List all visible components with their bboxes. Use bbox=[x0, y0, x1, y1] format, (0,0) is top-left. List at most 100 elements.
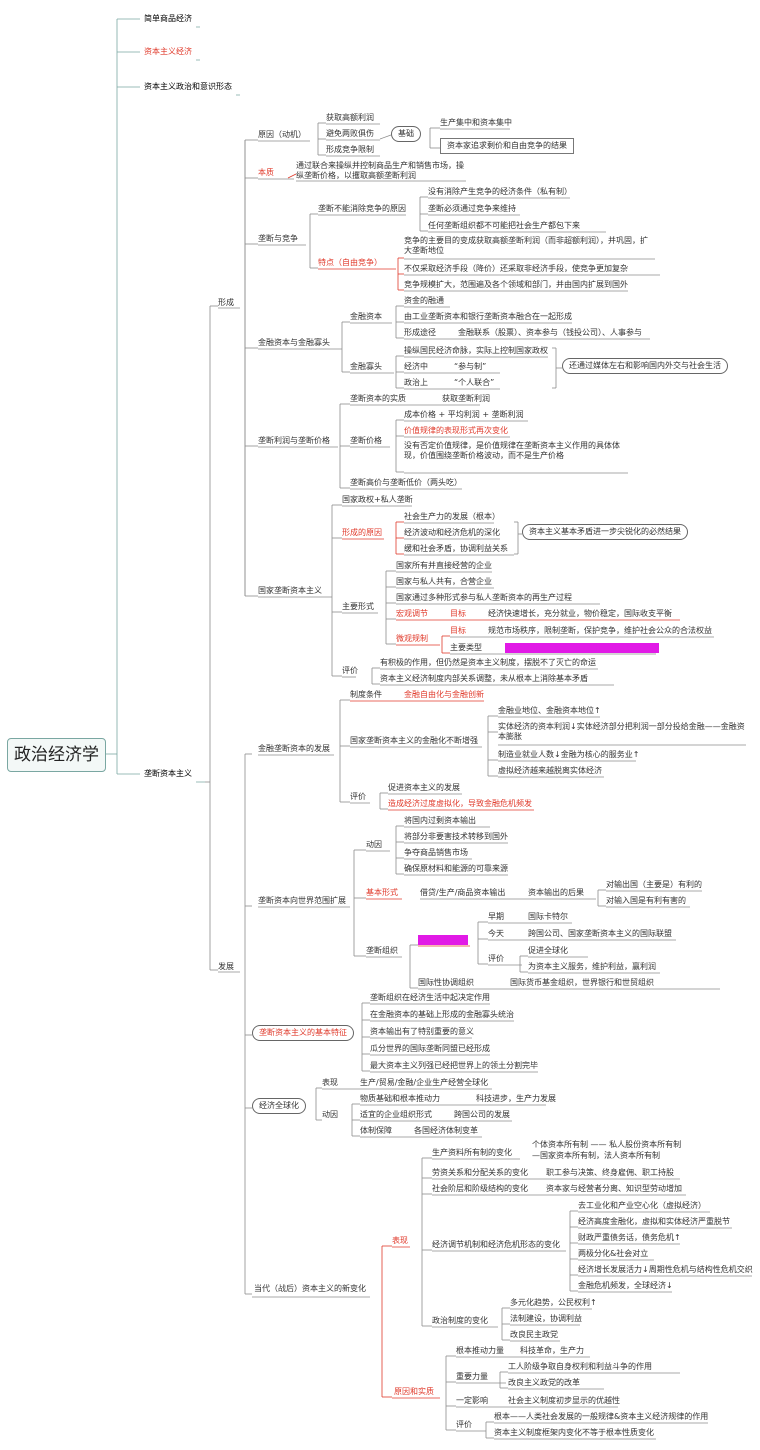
node-class-structure[interactable]: 社会阶层和阶级结构的变化 bbox=[432, 1184, 528, 1193]
regulation-item: 金融危机频发，全球经济↓ bbox=[578, 1281, 673, 1290]
cause-item: 经济波动和经济危机的深化 bbox=[404, 528, 500, 537]
node-main-forms[interactable]: 主要形式 bbox=[342, 602, 374, 611]
feature-item: 资本输出有了特别重要的意义 bbox=[370, 1027, 474, 1036]
node-motive[interactable]: 原因（动机） bbox=[258, 130, 306, 139]
regulation-item: 两极分化&社会对立 bbox=[578, 1249, 649, 1258]
node-labor-relation[interactable]: 劳资关系和分配关系的变化 bbox=[432, 1168, 528, 1177]
node-competition-reason[interactable]: 垄断不能消除竞争的原因 bbox=[318, 204, 406, 213]
node-basic-features[interactable]: 垄断资本主义的基本特征 bbox=[252, 1025, 354, 1041]
expansion-motive-item: 争夺商品销售市场 bbox=[404, 848, 468, 857]
node-contemporary-change[interactable]: 当代（战后）资本主义的新变化 bbox=[254, 1284, 366, 1293]
node-monopoly-org[interactable]: 垄断组织 bbox=[366, 946, 398, 955]
node-macro[interactable]: 宏观调节 bbox=[396, 609, 428, 618]
consequence-item: 对输入国是有利有害的 bbox=[606, 896, 686, 905]
node-oligarchy[interactable]: 金融寡头 bbox=[350, 362, 382, 371]
alliance-evaluation-label: 评价 bbox=[488, 954, 504, 963]
connector bbox=[287, 173, 297, 179]
node-micro[interactable]: 微观规制 bbox=[396, 634, 428, 643]
node-state-monopoly[interactable]: 国家垄断资本主义 bbox=[258, 586, 322, 595]
node-media-influence[interactable]: 还通过媒体左右和影响国内外交与社会生活 bbox=[562, 358, 728, 374]
oligarchy-economy: 经济中 bbox=[404, 362, 428, 371]
node-financialization[interactable]: 国家垄断资本主义的金融化不断增强 bbox=[350, 736, 478, 745]
form-item: 国家通过多种形式参与私人垄断资本的再生产过程 bbox=[396, 593, 572, 602]
globalization-manifest-label[interactable]: 表现 bbox=[322, 1078, 338, 1087]
globalization-motive-b: 科技进步，生产力发展 bbox=[476, 1094, 556, 1103]
node-change-evaluation[interactable]: 评价 bbox=[456, 1420, 472, 1429]
branch-capitalist-economy[interactable]: 资本主义经济 bbox=[140, 43, 196, 61]
labor-relation-text: 职工参与决策、终身雇佣、职工持股 bbox=[546, 1168, 674, 1177]
form-item: 国家所有并直接经营的企业 bbox=[396, 561, 492, 570]
evaluation-item: 资本主义经济制度内部关系调整，未从根本上消除基本矛盾 bbox=[380, 674, 588, 683]
regulation-item: 去工业化和产业空心化（虚拟经济） bbox=[578, 1201, 706, 1210]
political-item: 改良民主政党 bbox=[510, 1330, 558, 1339]
node-basic-form[interactable]: 基本形式 bbox=[366, 888, 398, 897]
micro-goal-label: 目标 bbox=[450, 626, 466, 635]
oligarchy-politics: 政治上 bbox=[404, 378, 428, 387]
finance-evaluation-item: 促进资本主义的发展 bbox=[388, 783, 460, 792]
macro-goal-text: 经济快速增长，充分就业，物价稳定，国际收支平衡 bbox=[488, 609, 672, 618]
node-finance[interactable]: 金融资本与金融寡头 bbox=[258, 338, 330, 347]
essence-text: 通过联合来操纵并控制商品生产和销售市场，操纵垄断价格，以攫取高额垄断利润 bbox=[296, 161, 464, 180]
node-world-expansion[interactable]: 垄断资本向世界范围扩展 bbox=[258, 896, 346, 905]
node-capital-essence[interactable]: 垄断资本的实质 bbox=[350, 394, 406, 403]
node-monopoly-price[interactable]: 垄断价格 bbox=[350, 436, 382, 445]
node-competition-feature[interactable]: 特点（自由竞争） bbox=[318, 258, 382, 267]
regulation-item: 财政严重债务话，债务危机↑ bbox=[578, 1233, 681, 1242]
node-change-manifest[interactable]: 表现 bbox=[392, 1236, 408, 1245]
node-regulation[interactable]: 经济调节机制和经济危机形态的变化 bbox=[432, 1240, 560, 1249]
motive-item: 获取高额利润 bbox=[326, 113, 374, 122]
node-basis[interactable]: 基础 bbox=[391, 126, 421, 142]
expansion-motive-item: 确保原材料和能源的可靠来源 bbox=[404, 864, 508, 873]
form-item: 国家与私人共有，合营企业 bbox=[396, 577, 492, 586]
regulation-item: 经济增长发展活力↓周期性危机与结构性危机交织 bbox=[578, 1265, 753, 1274]
fundamental-force-text: 科技革命，生产力 bbox=[520, 1346, 584, 1355]
node-monopoly-competition[interactable]: 垄断与竞争 bbox=[258, 234, 298, 243]
globalization-motive-b: 各国经济体制变革 bbox=[414, 1126, 478, 1135]
expansion-motive-item: 将国内过剩资本输出 bbox=[404, 816, 476, 825]
evaluation-item: 有积极的作用，但仍然是资本主义制度，摆脱不了灭亡的命运 bbox=[380, 658, 596, 667]
motive-item: 避免两败俱伤 bbox=[326, 129, 374, 138]
branch-politics-ideology[interactable]: 资本主义政治和意识形态 bbox=[140, 78, 236, 96]
node-state-cause[interactable]: 形成的原因 bbox=[342, 528, 382, 537]
oligarchy-item: 操纵国民经济命脉，实际上控制国家政权 bbox=[404, 346, 548, 355]
class-structure-text: 资本家与经营者分离、知识型劳动增加 bbox=[546, 1184, 682, 1193]
node-intl-coordination[interactable]: 国际性协调组织 bbox=[418, 978, 474, 987]
financialization-item: 金融业地位、金融资本地位↑ bbox=[498, 706, 601, 715]
node-finance-development[interactable]: 金融垄断资本的发展 bbox=[258, 744, 330, 753]
node-formation-path[interactable]: 形成途径 bbox=[404, 328, 436, 337]
root-node[interactable]: 政治经济学 bbox=[7, 738, 106, 772]
feature-item: 在金融资本的基础上形成的金融寡头统治 bbox=[370, 1010, 514, 1019]
globalization-motive-label[interactable]: 动因 bbox=[322, 1110, 338, 1119]
node-monopoly-profit[interactable]: 垄断利润与垄断价格 bbox=[258, 436, 330, 445]
node-finance-capital[interactable]: 金融资本 bbox=[350, 312, 382, 321]
node-development[interactable]: 发展 bbox=[218, 962, 234, 971]
node-cause-note[interactable]: 资本主义基本矛盾进一步尖锐化的必然结果 bbox=[522, 524, 688, 540]
feature-item: 瓜分世界的国际垄断同盟已经形成 bbox=[370, 1044, 490, 1053]
consequence-item: 对输出国（主要是）有利的 bbox=[606, 880, 702, 889]
change-evaluation-item: 根本——人类社会发展的一般规律&资本主义经济规律的作用 bbox=[494, 1412, 709, 1421]
node-finance-evaluation[interactable]: 评价 bbox=[350, 792, 366, 801]
branch-simple-commodity[interactable]: 简单商品经济 bbox=[140, 10, 196, 28]
globalization-manifest-text: 生产/贸易/金融/企业生产经营全球化 bbox=[360, 1078, 489, 1087]
node-fundamental-force[interactable]: 根本推动力量 bbox=[456, 1346, 504, 1355]
reason-item: 垄断必须通过竞争来维持 bbox=[428, 204, 516, 213]
node-political-system[interactable]: 政治制度的变化 bbox=[432, 1316, 488, 1325]
node-export-consequence[interactable]: 资本输出的后果 bbox=[528, 888, 584, 897]
node-expansion-motive[interactable]: 动因 bbox=[366, 840, 382, 849]
important-force-item: 改良主义政党的改革 bbox=[508, 1378, 580, 1387]
node-ownership[interactable]: 生产资料所有制的变化 bbox=[432, 1148, 512, 1157]
oligarchy-economy-text: “参与制” bbox=[454, 362, 487, 371]
node-important-force[interactable]: 重要力量 bbox=[456, 1372, 488, 1381]
node-essence[interactable]: 本质 bbox=[258, 168, 274, 177]
feature-item: 垄断组织在经济生活中起决定作用 bbox=[370, 993, 490, 1002]
node-state-evaluation[interactable]: 评价 bbox=[342, 666, 358, 675]
node-intl-alliance[interactable]: 国际垄断同盟 bbox=[418, 935, 468, 945]
motive-item: 形成竞争限制 bbox=[326, 145, 374, 154]
node-institution[interactable]: 制度条件 bbox=[350, 690, 382, 699]
oligarchy-politics-text: “个人联合” bbox=[454, 378, 495, 387]
node-certain-influence[interactable]: 一定影响 bbox=[456, 1396, 488, 1405]
node-cause-essence[interactable]: 原因和实质 bbox=[394, 1387, 434, 1396]
node-formation[interactable]: 形成 bbox=[218, 298, 234, 307]
branch-monopoly-capitalism[interactable]: 垄断资本主义 bbox=[140, 765, 196, 783]
node-globalization[interactable]: 经济全球化 bbox=[252, 1098, 306, 1114]
